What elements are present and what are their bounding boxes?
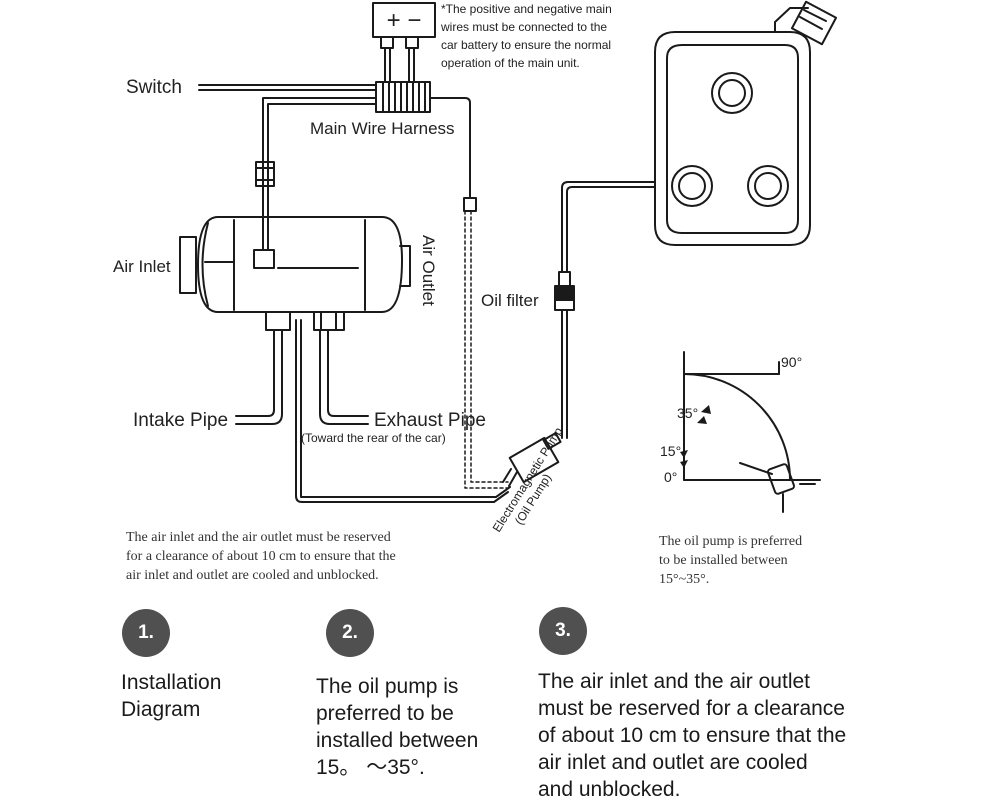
electromagnetic-pump bbox=[502, 432, 562, 487]
step-1-text: Installation Diagram bbox=[121, 669, 221, 723]
step-2-line: installed between bbox=[316, 729, 479, 752]
pump-note-line: The oil pump is preferred bbox=[659, 534, 803, 549]
harness-to-heater-wire bbox=[253, 97, 377, 269]
label-air-outlet: Air Outlet bbox=[419, 235, 438, 306]
clearance-note: The air inlet and the air outlet must be… bbox=[126, 528, 396, 585]
angle-15-label: 15° bbox=[660, 443, 681, 459]
step-1-badge: 1. bbox=[122, 609, 170, 657]
heater-fuel-line bbox=[295, 319, 511, 503]
step-2-text: The oil pump is preferred to be installe… bbox=[316, 673, 478, 781]
step-2-line: preferred to be bbox=[316, 702, 454, 725]
installation-diagram: + − *The positive and negative main wire… bbox=[113, 0, 838, 535]
label-exhaust-pipe: Exhaust Pipe bbox=[374, 410, 486, 431]
angle-35-label: 35° bbox=[677, 405, 698, 421]
label-switch: Switch bbox=[126, 77, 182, 98]
clearance-note-line: The air inlet and the air outlet must be… bbox=[126, 530, 391, 545]
step-2-badge: 2. bbox=[326, 609, 374, 657]
step-3-line: The air inlet and the air outlet bbox=[538, 670, 810, 693]
harness-to-pump-wire bbox=[429, 97, 509, 489]
fuel-tank bbox=[654, 0, 838, 246]
exhaust-pipe bbox=[319, 329, 369, 425]
step-3-text: The air inlet and the air outlet must be… bbox=[538, 668, 846, 803]
clearance-note-line: for a clearance of about 10 cm to ensure… bbox=[126, 549, 396, 564]
label-intake-pipe: Intake Pipe bbox=[133, 410, 228, 431]
angle-90-label: 90° bbox=[781, 354, 802, 370]
pump-note-line: to be installed between bbox=[659, 553, 788, 568]
step-2-line: 15。 ～35°. bbox=[316, 756, 425, 779]
label-exhaust-note: (Toward the rear of the car) bbox=[301, 431, 446, 445]
pump-angle-note: The oil pump is preferred to be installe… bbox=[659, 532, 802, 589]
switch-wire bbox=[198, 84, 377, 91]
step-3-badge: 3. bbox=[539, 607, 587, 655]
step-3-line: air inlet and outlet are cooled bbox=[538, 751, 808, 774]
label-main-wire-harness: Main Wire Harness bbox=[310, 119, 455, 138]
heater-main-unit bbox=[179, 216, 411, 331]
step-3-line: and unblocked. bbox=[538, 778, 681, 801]
battery-icon bbox=[372, 2, 436, 83]
step-1-line: Diagram bbox=[121, 698, 201, 721]
battery-note: *The positive and negative main wires mu… bbox=[440, 2, 615, 70]
step-3-line: of about 10 cm to ensure that the bbox=[538, 724, 847, 747]
step-3-line: must be reserved for a clearance bbox=[538, 697, 845, 720]
pump-note-line: 15°~35°. bbox=[659, 572, 710, 587]
step-1-line: Installation bbox=[121, 671, 222, 694]
label-air-inlet: Air Inlet bbox=[113, 257, 171, 276]
intake-pipe bbox=[235, 329, 283, 425]
battery-symbol: + − bbox=[387, 7, 422, 34]
wire-harness-connector bbox=[375, 81, 431, 113]
label-oil-filter: Oil filter bbox=[481, 291, 539, 310]
oil-filter bbox=[554, 271, 575, 439]
step-2-line: The oil pump is bbox=[316, 675, 459, 698]
clearance-note-line: air inlet and outlet are cooled and unbl… bbox=[126, 568, 379, 583]
angle-0-label: 0° bbox=[664, 469, 677, 485]
angle-diagram bbox=[683, 351, 821, 513]
tank-fuel-line bbox=[561, 181, 656, 273]
